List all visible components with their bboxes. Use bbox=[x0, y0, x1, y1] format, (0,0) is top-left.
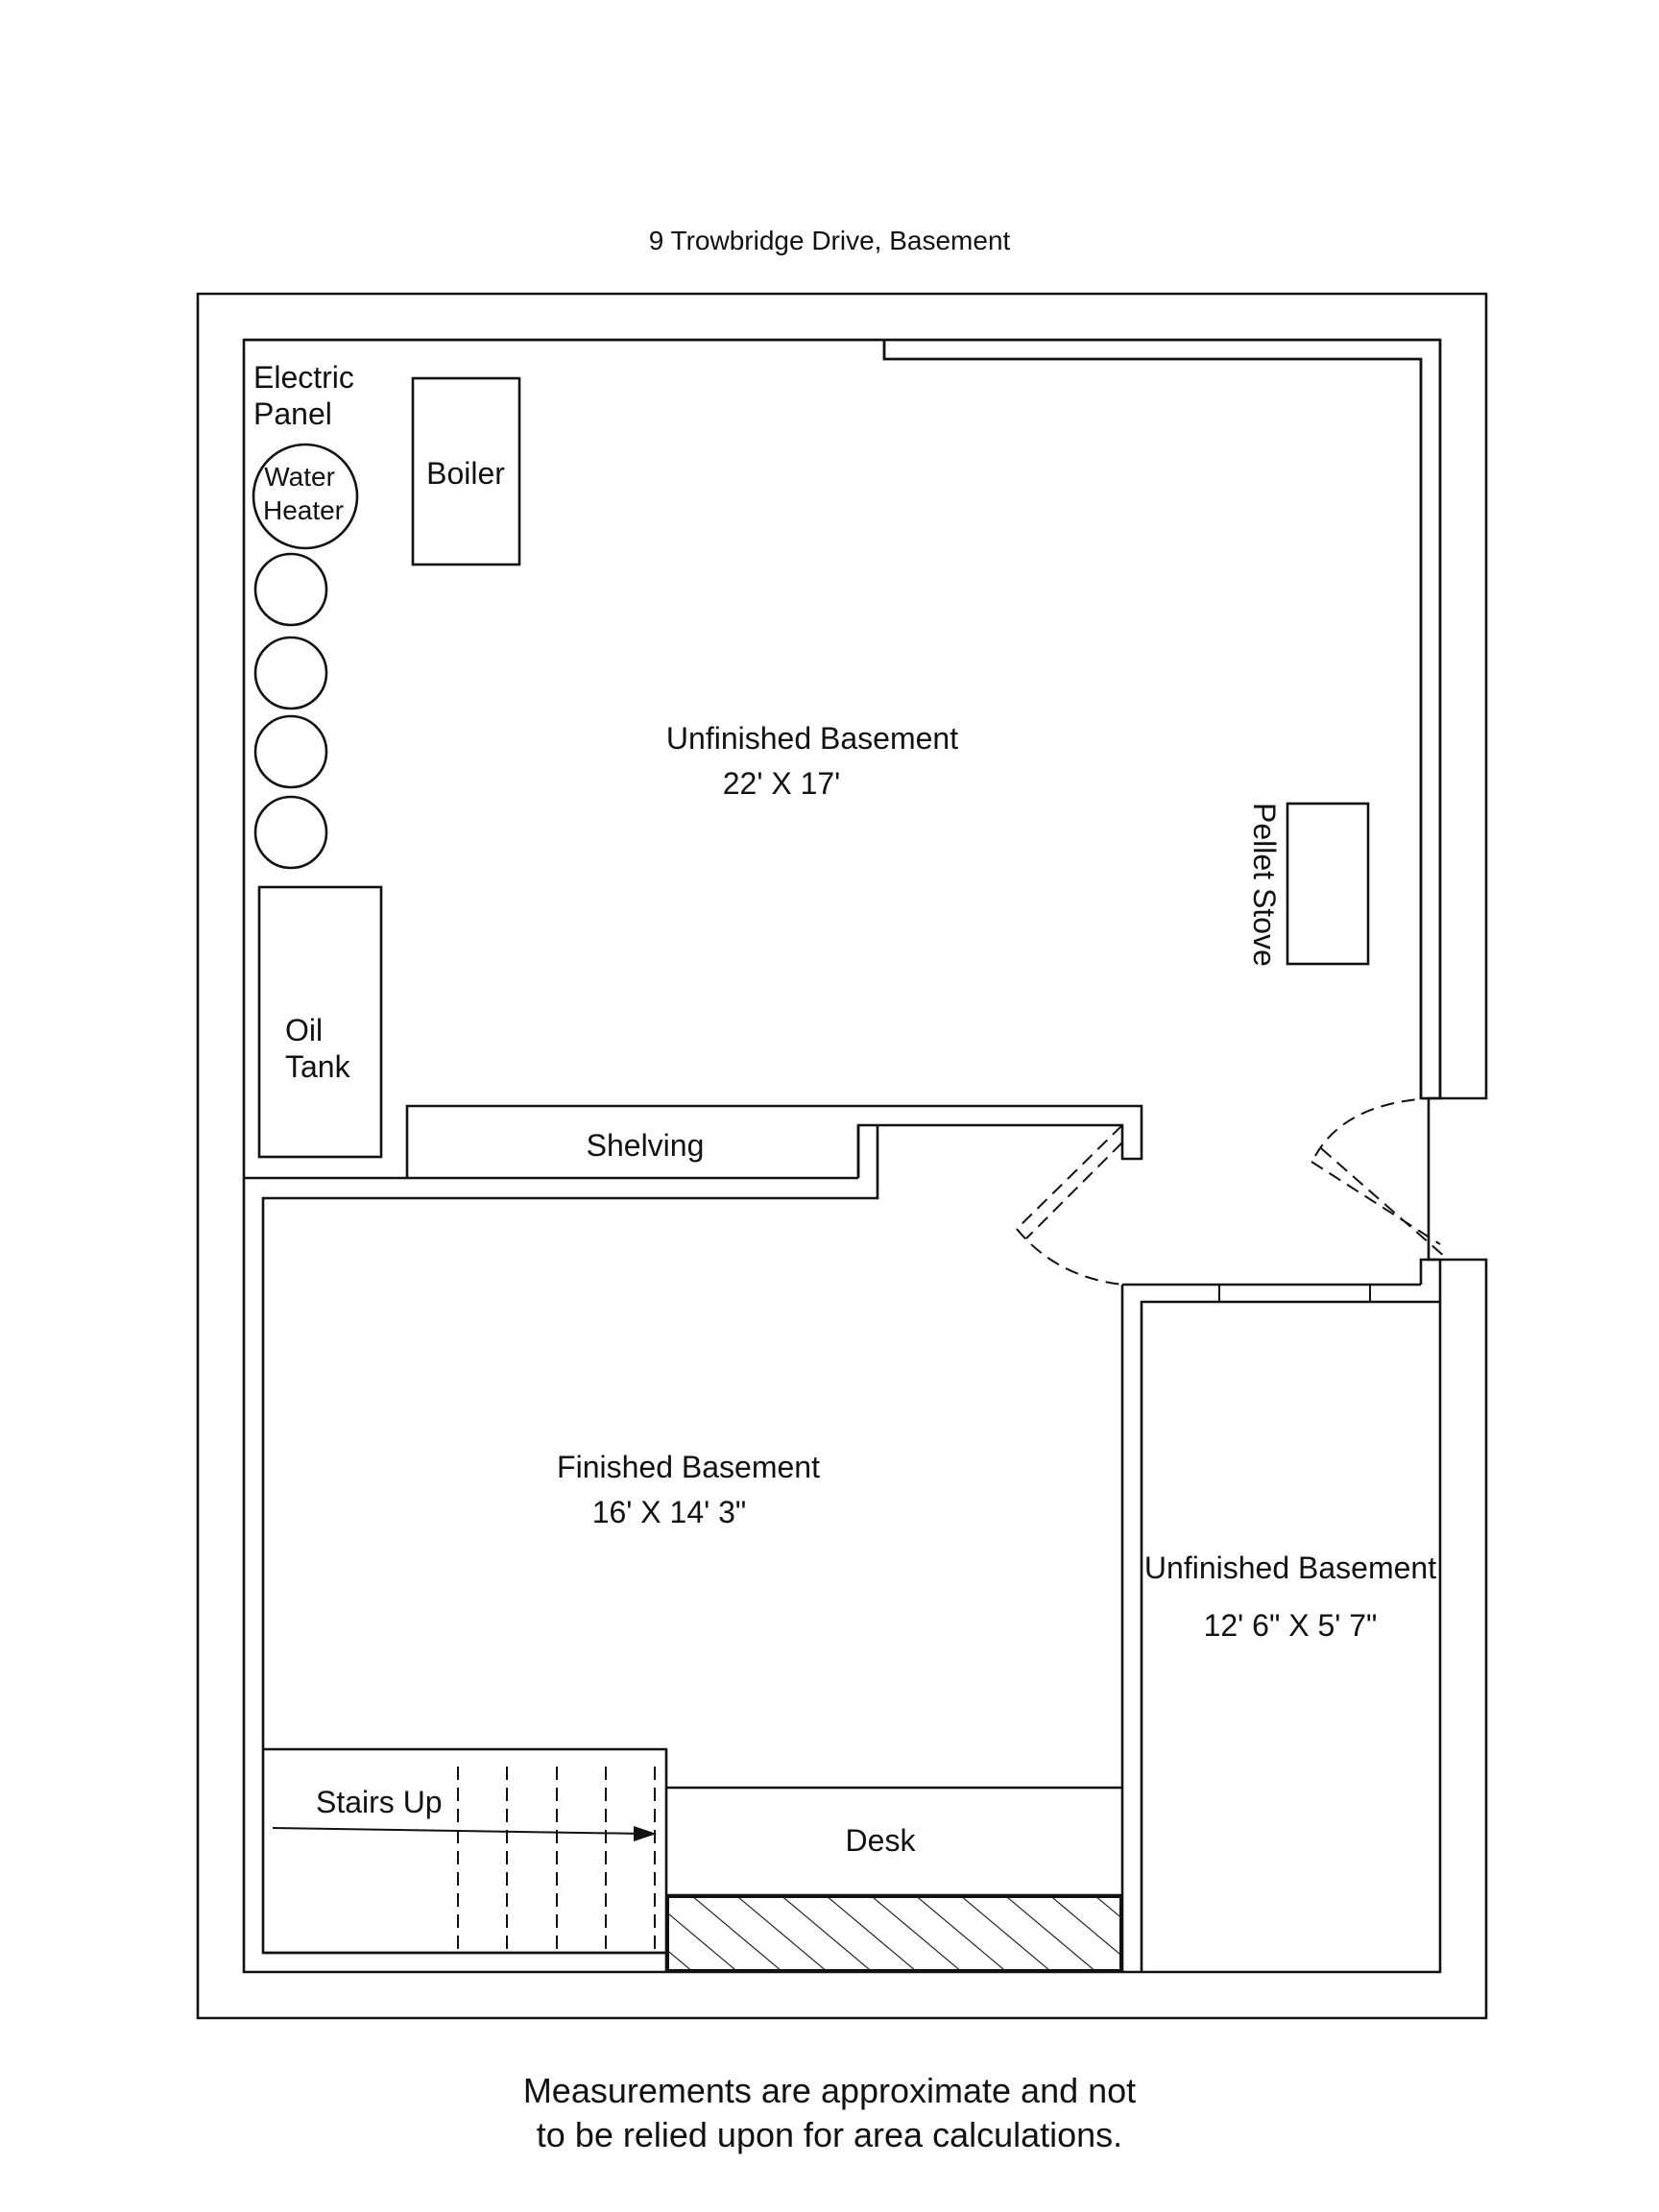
room-1-name: Unfinished Basement bbox=[666, 721, 958, 756]
boiler-box bbox=[411, 376, 521, 566]
exterior-wall-inner bbox=[244, 338, 1442, 1100]
plan-title: 9 Trowbridge Drive, Basement bbox=[649, 226, 1011, 255]
disclaimer-line-1: Measurements are approximate and not bbox=[523, 2071, 1136, 2110]
room-2-name: Finished Basement bbox=[557, 1450, 820, 1484]
oil-tank-circle-3 bbox=[253, 714, 328, 789]
door-swing-1 bbox=[1016, 1228, 1123, 1286]
partition-wall-2 bbox=[1140, 1300, 1440, 1972]
room-2-dims: 16' X 14' 3" bbox=[592, 1495, 747, 1529]
ext-door-swing bbox=[1314, 1097, 1430, 1157]
stairs-arrowhead bbox=[634, 1826, 657, 1841]
stairs-label: Stairs Up bbox=[316, 1785, 443, 1819]
inner-wall-line bbox=[884, 338, 1442, 1098]
desk-hatch bbox=[667, 1896, 1121, 1971]
oil-tank-box bbox=[257, 885, 383, 1159]
oil-tank-circle-1 bbox=[253, 552, 328, 627]
exterior-wall-outer bbox=[196, 292, 1488, 2020]
door-leaf-b bbox=[1025, 1142, 1123, 1239]
oil-tank-label: Oil Tank bbox=[285, 1013, 351, 1084]
shelving-label: Shelving bbox=[587, 1128, 705, 1163]
electric-panel-label: Electric Panel bbox=[253, 360, 363, 431]
oil-tank-circle-4 bbox=[253, 795, 328, 870]
water-heater-tank bbox=[252, 443, 359, 550]
partition-notch bbox=[1419, 1258, 1440, 1285]
room-3-dims: 12' 6" X 5' 7" bbox=[1204, 1608, 1378, 1643]
inner-wall-left bbox=[242, 338, 1442, 1974]
door-leaf-a bbox=[1016, 1124, 1123, 1230]
desk-label: Desk bbox=[846, 1823, 917, 1858]
shelving-outline bbox=[405, 1104, 1143, 1178]
water-heater-label: Water Heater bbox=[263, 462, 344, 525]
pellet-stove-box bbox=[1286, 802, 1370, 966]
ext-door-leaf-b bbox=[1320, 1147, 1447, 1259]
oil-tank-circle-2 bbox=[253, 636, 328, 710]
room-3-name: Unfinished Basement bbox=[1144, 1551, 1436, 1585]
pellet-stove-label: Pellet Stove bbox=[1247, 803, 1282, 967]
disclaimer-line-2: to be relied upon for area calculations. bbox=[537, 2115, 1122, 2154]
inner-wall-notch bbox=[882, 340, 1423, 1098]
room-1-dims: 22' X 17' bbox=[723, 766, 841, 801]
ext-door-leaf-a bbox=[1310, 1161, 1441, 1245]
stairs-arrow bbox=[272, 1827, 646, 1835]
stairs-outline bbox=[263, 1747, 668, 1972]
boiler-label: Boiler bbox=[426, 456, 505, 491]
